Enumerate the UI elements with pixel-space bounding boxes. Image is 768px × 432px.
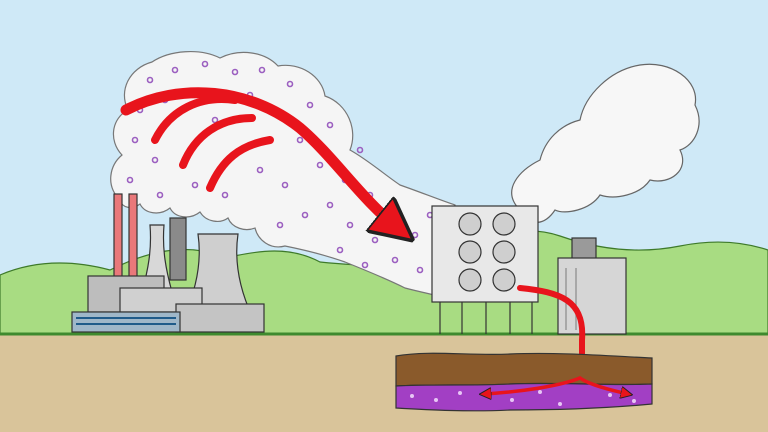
- soil-layer: [395, 352, 653, 387]
- direct-air-capture-unit: [431, 205, 539, 334]
- co2-flow-arrows: [120, 87, 400, 230]
- dac-fan-array: [458, 212, 516, 292]
- control-building: [71, 311, 181, 333]
- smokestack-right: [128, 193, 138, 287]
- reservoir-bubbles: [410, 390, 636, 406]
- power-plant: [71, 193, 265, 333]
- clean-air-plume: [511, 63, 700, 223]
- injection-arrows: [484, 376, 628, 394]
- co2-reservoir-layer: [395, 382, 653, 412]
- base-building: [175, 303, 265, 333]
- striped-facade: [76, 317, 176, 325]
- chimney: [169, 217, 187, 281]
- underground-reservoir: [395, 352, 653, 412]
- injection-pipe: [517, 285, 586, 383]
- dac-legs: [439, 302, 533, 334]
- smokestack-left: [113, 193, 123, 287]
- ground: [0, 334, 768, 432]
